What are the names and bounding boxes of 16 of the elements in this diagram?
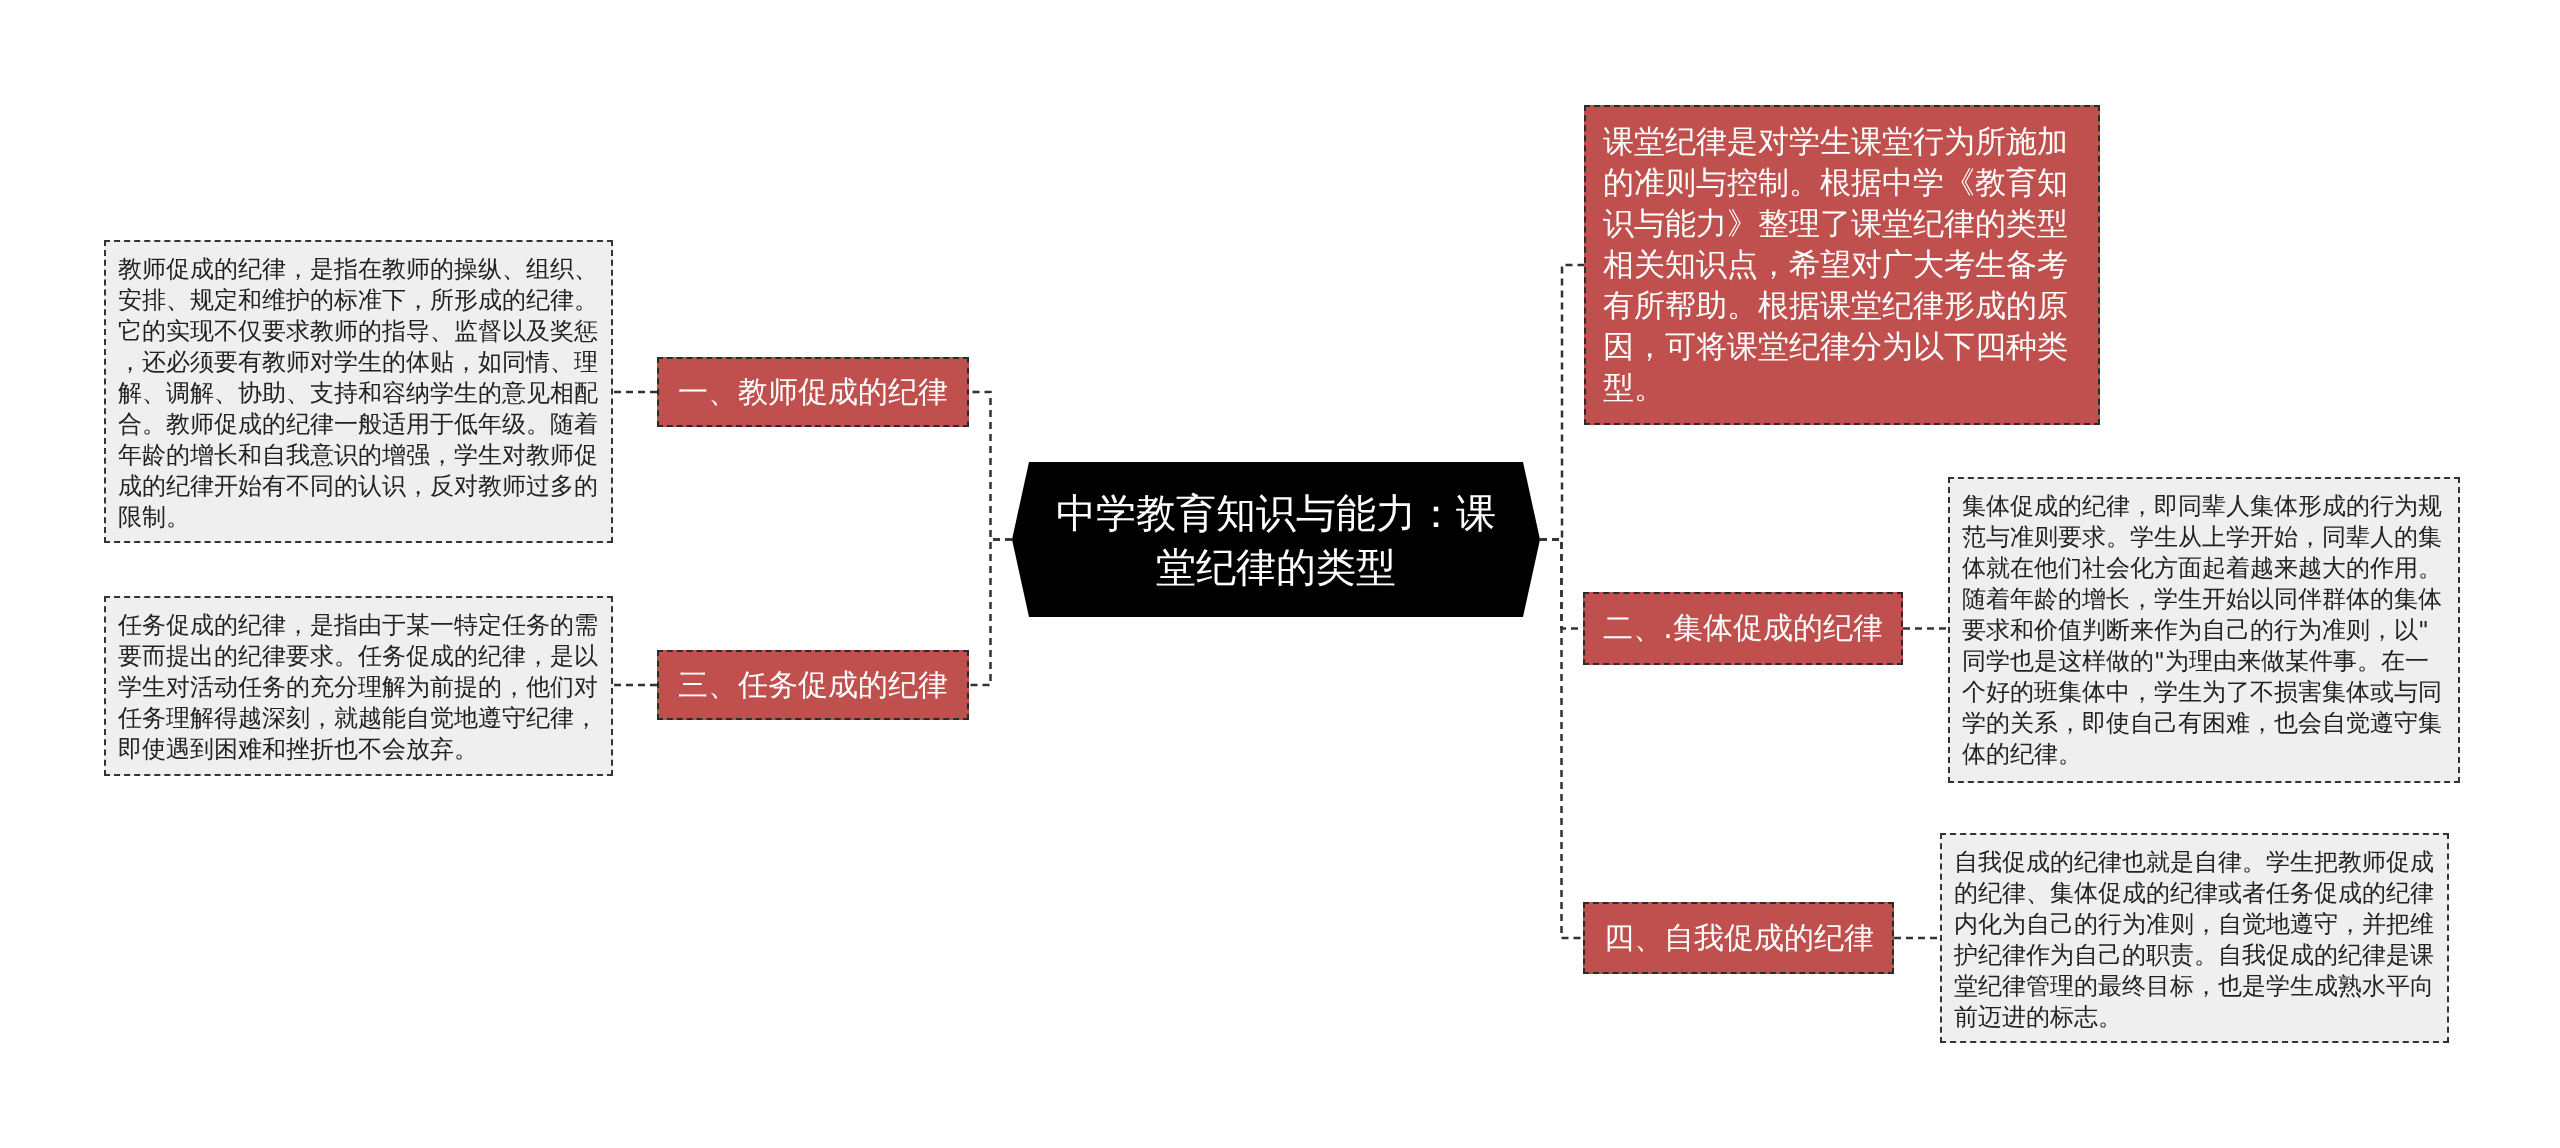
- note-box: 任务促成的纪律，是指由于某一特定任务的需要而提出的纪律要求。任务促成的纪律，是以学生对活动任务的充分理解为前提的，他们对任务理解得越深刻，就越能自觉地遵守纪律，即使遇到困难和挫折也不会放弃。: [104, 596, 613, 776]
- connector-line: [1894, 936, 1940, 940]
- branch-box: 一、教师促成的纪律: [657, 357, 969, 427]
- branch-box: 二、.集体促成的纪律: [1583, 592, 1903, 665]
- connector-line: [613, 390, 657, 394]
- connector-line: [1540, 538, 1583, 940]
- branch-box: 三、任务促成的纪律: [657, 650, 969, 720]
- note-box: 集体促成的纪律，即同辈人集体形成的行为规范与准则要求。学生从上学开始，同辈人的集体就在他们社会化方面起着越来越大的作用。随着年龄的增长，学生开始以同伴群体的集体要求和价值判断来作为自己的行为准则，以"同学也是这样做的"为理由来做某件事。在一个好的班集体中，学生为了不损害集体或与同学的关系，即使自己有困难，也会自觉遵守集体的纪律。: [1948, 477, 2460, 783]
- branch-box: 四、自我促成的纪律: [1583, 902, 1894, 974]
- connector-line: [969, 538, 1012, 687]
- note-box: 教师促成的纪律，是指在教师的操纵、组织、安排、规定和维护的标准下，所形成的纪律。它的实现不仅要求教师的指导、监督以及奖惩，还必须要有教师对学生的体贴，如同情、理解、调解、协助、支持和容纳学生的意见相配合。教师促成的纪律一般适用于低年级。随着年龄的增长和自我意识的增强，学生对教师促成的纪律开始有不同的认识，反对教师过多的限制。: [104, 240, 613, 543]
- note-box: 自我促成的纪律也就是自律。学生把教师促成的纪律、集体促成的纪律或者任务促成的纪律内化为自己的行为准则，自觉地遵守，并把维护纪律作为自己的职责。自我促成的纪律是课堂纪律管理的最终目标，也是学生成熟水平向前迈进的标志。: [1940, 833, 2449, 1043]
- connector-line: [1903, 627, 1948, 630]
- topic-hexagon: 中学教育知识与能力：课堂纪律的类型: [1012, 462, 1540, 617]
- intro-box: 课堂纪律是对学生课堂行为所施加的准则与控制。根据中学《教育知识与能力》整理了课堂纪律的类型相关知识点，希望对广大考生备考有所帮助。根据课堂纪律形成的原因，可将课堂纪律分为以下四种类型。: [1584, 105, 2100, 425]
- connector-line: [613, 683, 657, 687]
